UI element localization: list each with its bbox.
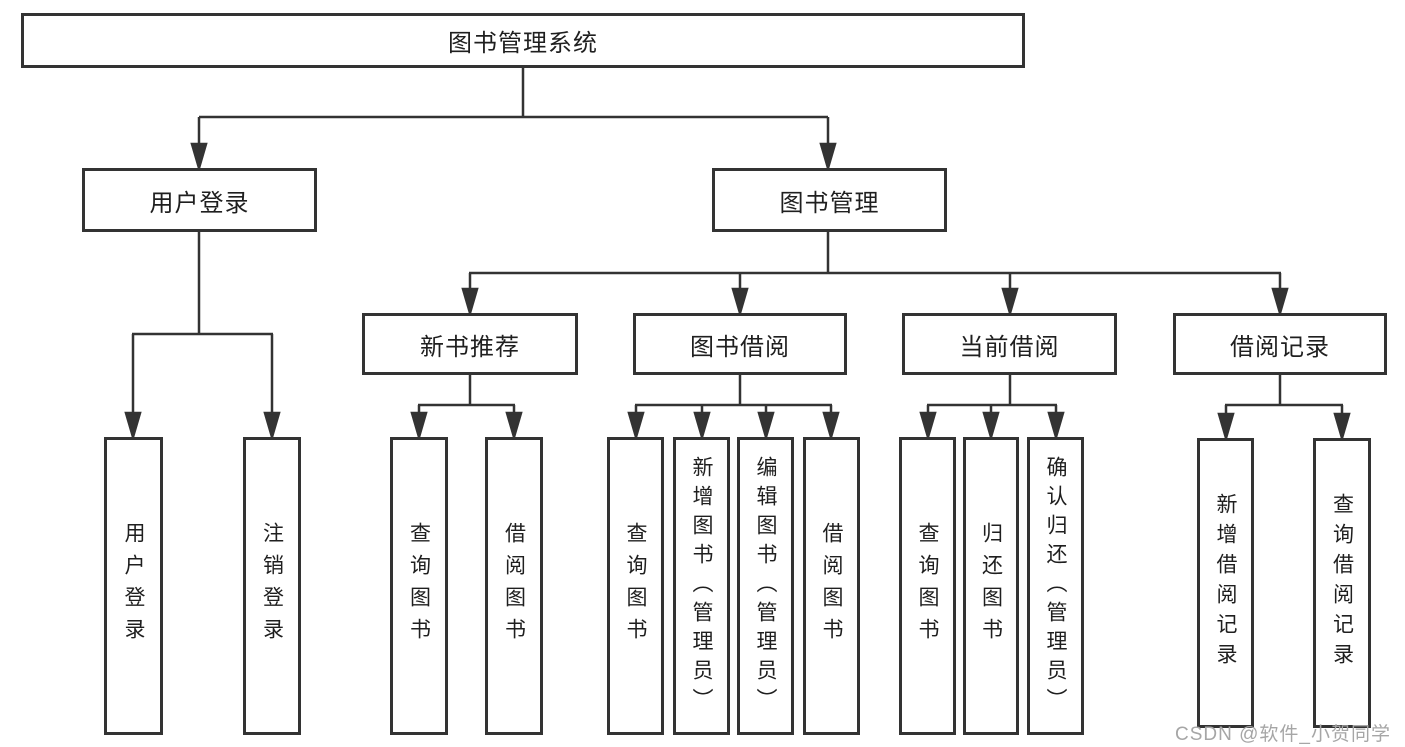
leaf-record-add-record-label: 新增借阅记录 — [1214, 493, 1237, 673]
leaf-borrow-query-books-label: 查询图书 — [624, 522, 647, 650]
leaf-current-return-books: 归还图书 — [963, 437, 1019, 735]
node-book-management: 图书管理 — [712, 168, 947, 232]
csdn-watermark: CSDN @软件_小贺同学 — [1175, 724, 1391, 745]
node-user-login: 用户登录 — [82, 168, 317, 232]
leaf-user-login: 用户登录 — [104, 437, 163, 735]
leaf-newbook-borrow-books-label: 借阅图书 — [502, 522, 526, 650]
leaf-user-login-label: 用户登录 — [122, 522, 145, 650]
leaf-borrow-query-books: 查询图书 — [607, 437, 664, 735]
leaf-record-query-record-label: 查询借阅记录 — [1330, 493, 1354, 673]
node-borrow-record-label: 借阅记录 — [1230, 333, 1330, 361]
leaf-newbook-query-books: 查询图书 — [390, 437, 448, 735]
connector-currentborrow-children — [919, 375, 1065, 442]
node-book-borrow: 图书借阅 — [633, 313, 847, 375]
leaf-borrow-borrow-books-label: 借阅图书 — [820, 522, 843, 650]
connector-bookmgmt-to-level3 — [461, 232, 1289, 318]
connector-userlogin-children — [124, 232, 281, 442]
node-book-borrow-label: 图书借阅 — [690, 333, 790, 361]
node-new-book-recommend-label: 新书推荐 — [420, 333, 520, 361]
connector-borrowrecord-children — [1217, 375, 1351, 443]
leaf-record-query-record: 查询借阅记录 — [1313, 438, 1371, 728]
leaf-current-return-books-label: 归还图书 — [979, 522, 1003, 650]
node-new-book-recommend: 新书推荐 — [362, 313, 578, 375]
leaf-current-query-books-label: 查询图书 — [916, 522, 939, 650]
leaf-borrow-edit-books-admin: 编辑图书（管理员） — [737, 437, 794, 735]
leaf-borrow-edit-books-admin-label: 编辑图书（管理员） — [754, 455, 777, 717]
node-current-borrow-label: 当前借阅 — [959, 333, 1060, 361]
leaf-current-confirm-return-admin-label: 确认归还（管理员） — [1044, 455, 1067, 717]
connector-bookborrow-children — [627, 375, 840, 442]
node-user-login-label: 用户登录 — [149, 189, 250, 217]
connector-newbook-children — [410, 375, 523, 442]
node-borrow-record: 借阅记录 — [1173, 313, 1387, 375]
leaf-record-add-record: 新增借阅记录 — [1197, 438, 1254, 728]
node-root: 图书管理系统 — [21, 13, 1025, 68]
leaf-borrow-add-books-admin: 新增图书（管理员） — [673, 437, 730, 735]
connector-root-to-level2 — [190, 68, 837, 173]
leaf-newbook-query-books-label: 查询图书 — [407, 522, 431, 650]
leaf-borrow-borrow-books: 借阅图书 — [803, 437, 860, 735]
leaf-current-query-books: 查询图书 — [899, 437, 956, 735]
leaf-current-confirm-return-admin: 确认归还（管理员） — [1027, 437, 1084, 735]
leaf-newbook-borrow-books: 借阅图书 — [485, 437, 543, 735]
leaf-logout-label: 注销登录 — [260, 522, 284, 650]
node-root-label: 图书管理系统 — [448, 30, 598, 57]
leaf-borrow-add-books-admin-label: 新增图书（管理员） — [690, 455, 713, 717]
node-book-management-label: 图书管理 — [779, 189, 880, 217]
node-current-borrow: 当前借阅 — [902, 313, 1117, 375]
leaf-logout: 注销登录 — [243, 437, 301, 735]
